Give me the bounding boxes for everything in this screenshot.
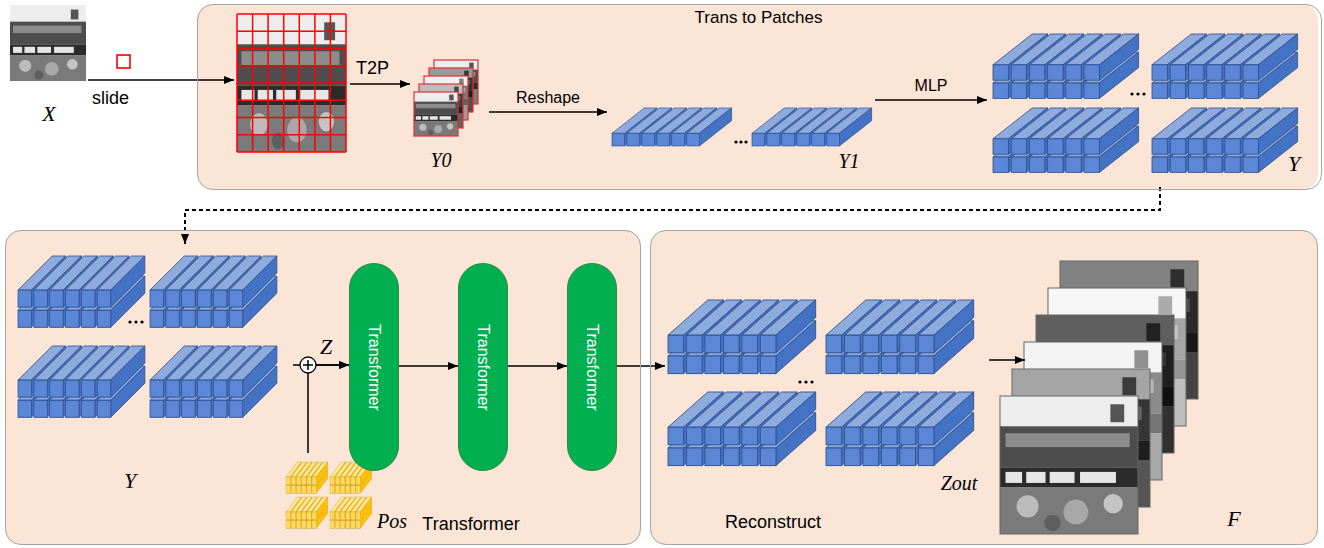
panel-fill — [197, 4, 1318, 190]
connector-arrow — [399, 365, 458, 367]
tensor-node: Y1 — [607, 89, 875, 173]
feature-map-stack — [1000, 261, 1198, 534]
panel-region: ZoutF Reconstruct — [650, 230, 1318, 545]
block-label: Transformer — [474, 264, 493, 470]
panel-fill — [5, 230, 641, 545]
connector-arrow — [489, 111, 607, 113]
panel-region: YPosTransformerTransformerTransformerTra… — [5, 230, 641, 545]
transformer-block: Transformer — [349, 263, 399, 471]
operation-label: slide — [92, 88, 129, 109]
panel-title: Reconstruct — [703, 511, 843, 533]
tensor-label: Y1 — [829, 149, 869, 173]
gridded-image — [237, 14, 346, 152]
panel-title: Transformer — [381, 513, 561, 535]
tensor-label: Y — [115, 468, 145, 494]
dashed-arrow — [185, 187, 1160, 244]
tensor-label: Z — [320, 334, 332, 359]
connector-arrow — [989, 359, 1025, 361]
transformer-block: Transformer — [567, 263, 617, 471]
token-tensor — [18, 256, 277, 417]
connector-arrow — [617, 365, 665, 367]
tensor-node: Zout — [665, 283, 989, 498]
image-node: X — [5, 5, 97, 127]
label-anchor: slide — [92, 88, 129, 109]
tensor-node: Y — [987, 19, 1312, 187]
window-square — [117, 55, 130, 68]
token-tensor — [993, 34, 1298, 172]
connector-arrow — [875, 99, 987, 101]
tensor-node: Y0 — [411, 56, 489, 174]
tensor-node: Y — [15, 244, 293, 496]
edge-label-anchor: Reshape — [516, 88, 580, 107]
tensor-node: Pos — [283, 453, 415, 537]
patch-grid — [237, 14, 346, 152]
tensor-label: Y0 — [421, 148, 461, 172]
block-label: Transformer — [583, 264, 602, 470]
token-tensor — [668, 300, 974, 466]
panel-fill — [650, 230, 1318, 545]
patch-stack — [414, 60, 478, 136]
connector-arrow — [308, 365, 349, 453]
edge-label-anchor: MLP — [915, 76, 948, 95]
operation-label: T2P — [356, 58, 389, 79]
edge-label: Reshape — [516, 88, 580, 107]
panel-title: Trans to Patches — [198, 8, 1319, 28]
tensor-label: F — [1219, 506, 1249, 532]
tensor-label: Zout — [933, 471, 985, 495]
token-row — [612, 108, 872, 146]
t2p-arrow — [350, 83, 410, 85]
add-symbol — [300, 357, 316, 373]
panel-region: Y0 Y1 Y Trans to Patches — [197, 4, 1322, 190]
label-anchor: T2P — [356, 58, 389, 79]
tensor-label: Pos — [377, 509, 411, 533]
position-embedding — [286, 462, 372, 528]
input-image — [10, 5, 86, 81]
tensor-label: Y — [1279, 151, 1309, 177]
photo — [237, 14, 346, 152]
tensor-label: X — [5, 101, 93, 127]
connector-arrow — [508, 365, 567, 367]
edge-label: MLP — [915, 76, 948, 95]
block-label: Transformer — [365, 264, 384, 470]
transformer-block: Transformer — [458, 263, 508, 471]
slide-arrow — [88, 79, 234, 81]
tensor-node: F — [1025, 251, 1251, 543]
label-anchor: Z — [320, 334, 332, 359]
photo — [10, 5, 86, 81]
